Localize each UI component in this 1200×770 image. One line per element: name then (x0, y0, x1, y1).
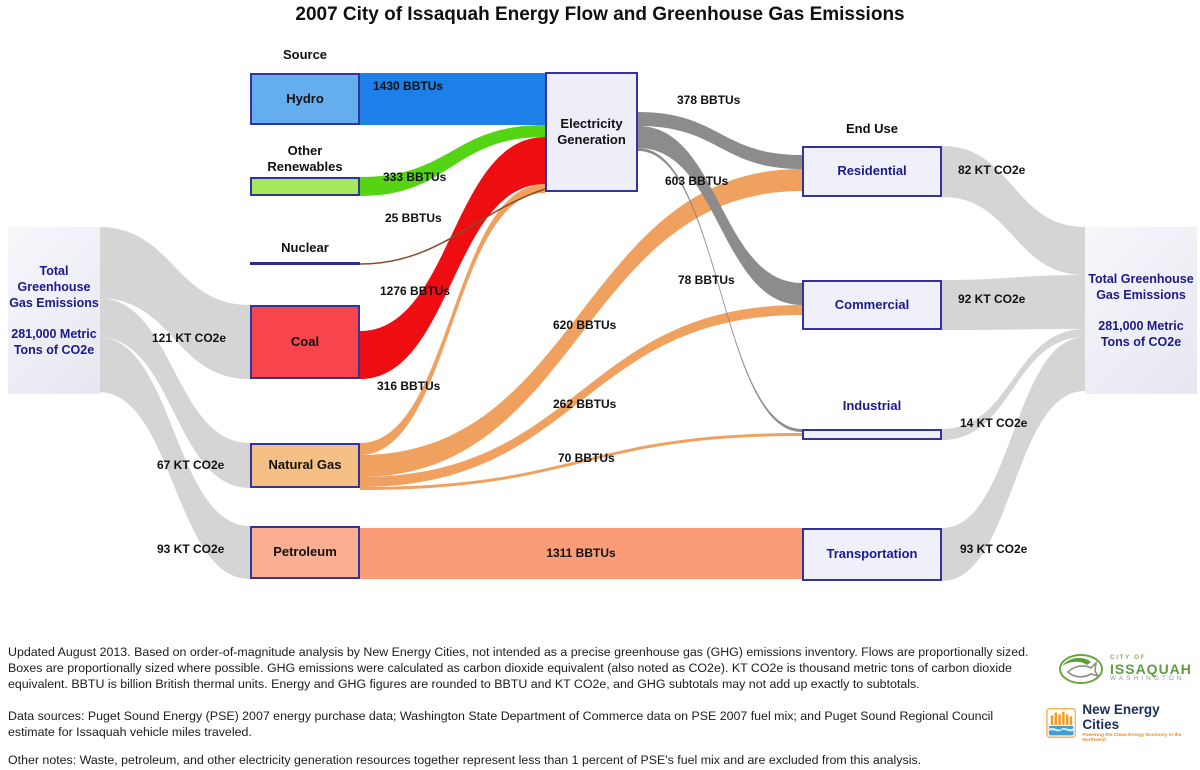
label-elec-residential-bbtu: 378 BBTUs (677, 93, 741, 107)
flow-electricity-to-industrial (638, 148, 802, 432)
label-coal-bbtu: 1276 BBTUs (380, 284, 451, 298)
flow-natural-gas-to-commercial (360, 305, 802, 487)
flow-coal-to-electricity-generation (360, 137, 545, 379)
flow-ghg-total-to-natural-gas (98, 298, 250, 488)
end-use-header: End Use (845, 121, 898, 136)
flow-ghg-residential-to-total (942, 146, 1085, 275)
label-elec-industrial-bbtu: 78 BBTUs (678, 273, 735, 287)
new-energy-cities-logo: New Energy Cities Powering the Clean Ene… (1046, 702, 1200, 743)
label-ghg-transportation: 93 KT CO2e (960, 542, 1028, 556)
label-ghg-residential: 82 KT CO2e (958, 163, 1026, 177)
source-header: Source (282, 47, 328, 62)
node-industrial (802, 429, 942, 440)
flow-natural-gas-to-industrial (360, 433, 802, 490)
node-industrial-label: Industrial (842, 398, 902, 413)
node-residential: Residential (802, 146, 942, 197)
node-other-renewables-label: Other Renewables (267, 143, 343, 174)
flow-other-renewables-to-electricity-generation (360, 125, 545, 196)
footnote-data-sources: Data sources: Puget Sound Energy (PSE) 2… (8, 709, 994, 739)
node-hydro: Hydro (250, 73, 360, 125)
total-ghg-right-title: Total Greenhouse Gas Emissions (1088, 272, 1194, 303)
issaquah-cityof-text: CITY OF (1110, 653, 1147, 661)
issaquah-state-text: WASHINGTON (1110, 675, 1185, 683)
label-elec-commercial-bbtu: 603 BBTUs (665, 174, 729, 188)
label-renewables-bbtu: 333 BBTUs (383, 170, 447, 184)
label-naturalgas-eg-bbtu: 316 BBTUs (377, 379, 441, 393)
label-naturalgas-residential-bbtu: 620 BBTUs (553, 318, 617, 332)
city-of-issaquah-logo: CITY OF ISSAQUAH WASHINGTON (1058, 648, 1192, 690)
total-ghg-left-box: Total Greenhouse Gas Emissions 281,000 M… (8, 227, 100, 394)
flow-ghg-transportation-to-total (942, 337, 1085, 581)
label-ghg-naturalgas: 67 KT CO2e (157, 458, 225, 472)
flow-ghg-total-to-petroleum (98, 337, 250, 579)
node-electricity-generation: Electricity Generation (545, 72, 638, 192)
node-transportation: Transportation (802, 528, 942, 581)
total-ghg-left-value: 281,000 Metric Tons of CO2e (11, 326, 97, 357)
node-commercial: Commercial (802, 280, 942, 330)
page-title: 2007 City of Issaquah Energy Flow and Gr… (295, 4, 905, 25)
new-energy-cities-name: New Energy Cities (1082, 702, 1160, 732)
node-nuclear (250, 262, 360, 265)
label-nuclear-bbtu: 25 BBTUs (385, 211, 442, 225)
flow-petroleum-to-transportation (360, 528, 802, 579)
node-coal: Coal (250, 305, 360, 379)
flow-natural-gas-to-residential (360, 169, 802, 477)
issaquah-name-text: ISSAQUAH (1110, 660, 1192, 677)
flow-ghg-total-to-coal (98, 227, 250, 379)
new-energy-cities-icon (1046, 708, 1077, 739)
label-ghg-commercial: 92 KT CO2e (958, 292, 1026, 306)
label-ghg-petroleum: 93 KT CO2e (157, 542, 225, 556)
total-ghg-right-value: 281,000 Metric Tons of CO2e (1098, 318, 1184, 349)
flow-hydro-to-electricity-generation (360, 73, 545, 125)
flow-electricity-to-commercial (638, 126, 802, 305)
label-petroleum-transportation-bbtu: 1311 BBTUs (546, 546, 616, 560)
flow-ghg-industrial-to-total (942, 329, 1085, 440)
node-nuclear-label: Nuclear (281, 240, 329, 255)
node-natural-gas: Natural Gas (250, 443, 360, 488)
total-ghg-right-box: Total Greenhouse Gas Emissions 281,000 M… (1085, 227, 1197, 394)
label-naturalgas-commercial-bbtu: 262 BBTUs (553, 397, 617, 411)
node-petroleum: Petroleum (250, 526, 360, 579)
total-ghg-left-title: Total Greenhouse Gas Emissions (9, 263, 99, 311)
footnote-methodology: Updated August 2013. Based on order-of-m… (8, 645, 1029, 691)
label-naturalgas-industrial-bbtu: 70 BBTUs (558, 451, 615, 465)
label-hydro-bbtu: 1430 BBTUs (373, 79, 444, 93)
new-energy-cities-tagline: Powering the Clean Energy Economy in the… (1082, 732, 1182, 743)
flow-nuclear-to-electricity-generation (359, 188, 546, 265)
node-other-renewables (250, 177, 360, 196)
issaquah-fish-icon (1059, 654, 1103, 684)
flow-electricity-to-residential (638, 112, 802, 169)
flow-natural-gas-to-electricity-generation (360, 184, 545, 455)
sankey-diagram (98, 73, 1085, 581)
label-ghg-industrial: 14 KT CO2e (960, 416, 1028, 430)
label-ghg-coal: 121 KT CO2e (152, 331, 227, 345)
flow-ghg-commercial-to-total (942, 275, 1085, 330)
footnote-other-notes: Other notes: Waste, petroleum, and other… (8, 753, 922, 767)
